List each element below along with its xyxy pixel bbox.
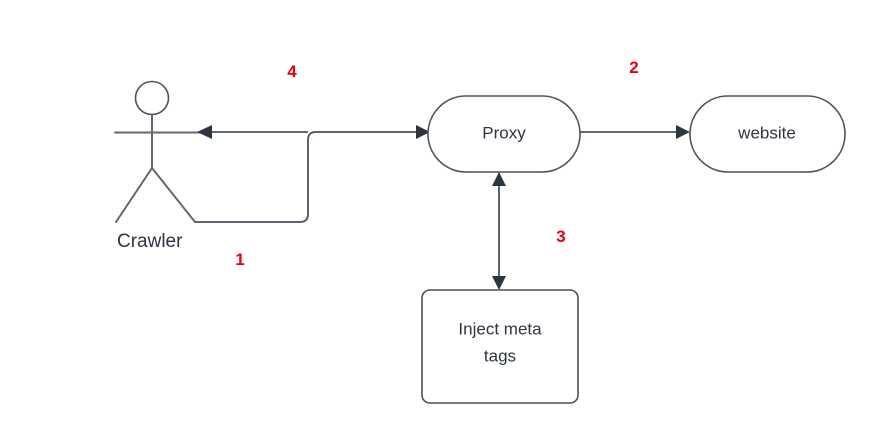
edge-step4-arrowhead-icon	[197, 125, 212, 139]
crawler-left-leg-line	[115, 167, 153, 223]
edge-step2-arrowhead-icon	[676, 125, 690, 139]
crawler-actor[interactable]: Crawler	[114, 80, 201, 253]
step-label-1: 1	[235, 250, 244, 269]
step-label-2: 2	[629, 58, 638, 77]
crawler-head-icon	[134, 80, 170, 116]
crawler-right-leg-line	[151, 167, 196, 223]
edge-proxy-to-crawler[interactable]: 4	[197, 62, 308, 139]
edge-proxy-to-website[interactable]: 2	[580, 58, 690, 139]
edge-step3-arrowhead-up-icon	[492, 172, 506, 186]
edge-step3-arrowhead-down-icon	[492, 276, 506, 290]
proxy-node-shape	[427, 95, 581, 173]
edge-crawler-to-proxy[interactable]: 1	[195, 125, 430, 269]
website-node[interactable]: website	[689, 95, 846, 173]
proxy-node-label: Proxy	[482, 123, 526, 142]
step-label-3: 3	[556, 227, 565, 246]
website-node-shape	[689, 95, 846, 173]
inject-meta-tags-label-line2: tags	[484, 346, 516, 365]
edge-proxy-to-inject[interactable]: 3	[492, 172, 566, 290]
website-node-label: website	[737, 123, 796, 142]
inject-meta-tags-label-line1: Inject meta	[458, 319, 542, 338]
proxy-node[interactable]: Proxy	[427, 95, 581, 173]
inject-meta-tags-node[interactable]: Inject meta tags	[421, 289, 579, 404]
inject-meta-tags-node-shape	[421, 289, 579, 404]
edge-step1-arrowhead-icon	[416, 125, 430, 139]
edge-step1-path	[195, 131, 416, 223]
step-label-4: 4	[287, 62, 297, 81]
crawler-label: Crawler	[117, 231, 183, 252]
